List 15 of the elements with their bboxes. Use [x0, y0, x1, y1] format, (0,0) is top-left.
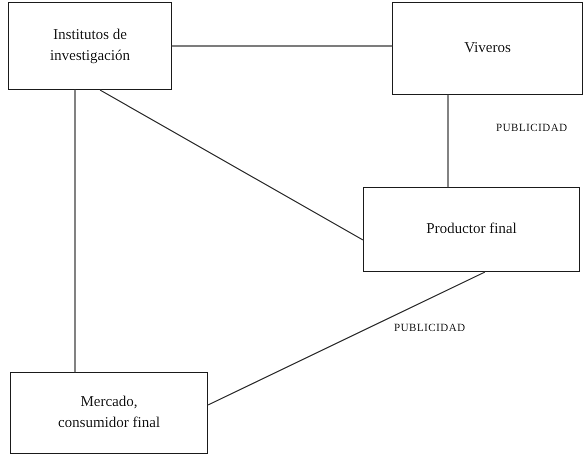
- process-box: [392, 2, 583, 95]
- process-box: [8, 2, 172, 90]
- process-box: [10, 372, 208, 454]
- node-label: Viveros: [464, 39, 511, 58]
- connector-line: [208, 271, 486, 406]
- edge-label: PUBLICIDAD: [392, 322, 468, 334]
- node-label: Mercado, consumidor final: [56, 393, 162, 433]
- node-label: Institutos de investigación: [49, 26, 131, 66]
- connector-line: [74, 90, 76, 372]
- process-box: [363, 187, 580, 272]
- connector-line: [100, 89, 364, 241]
- edge-label: PUBLICIDAD: [494, 122, 570, 134]
- connector-line: [447, 95, 449, 187]
- connector-line: [172, 45, 392, 47]
- node-label: Productor final: [426, 220, 517, 239]
